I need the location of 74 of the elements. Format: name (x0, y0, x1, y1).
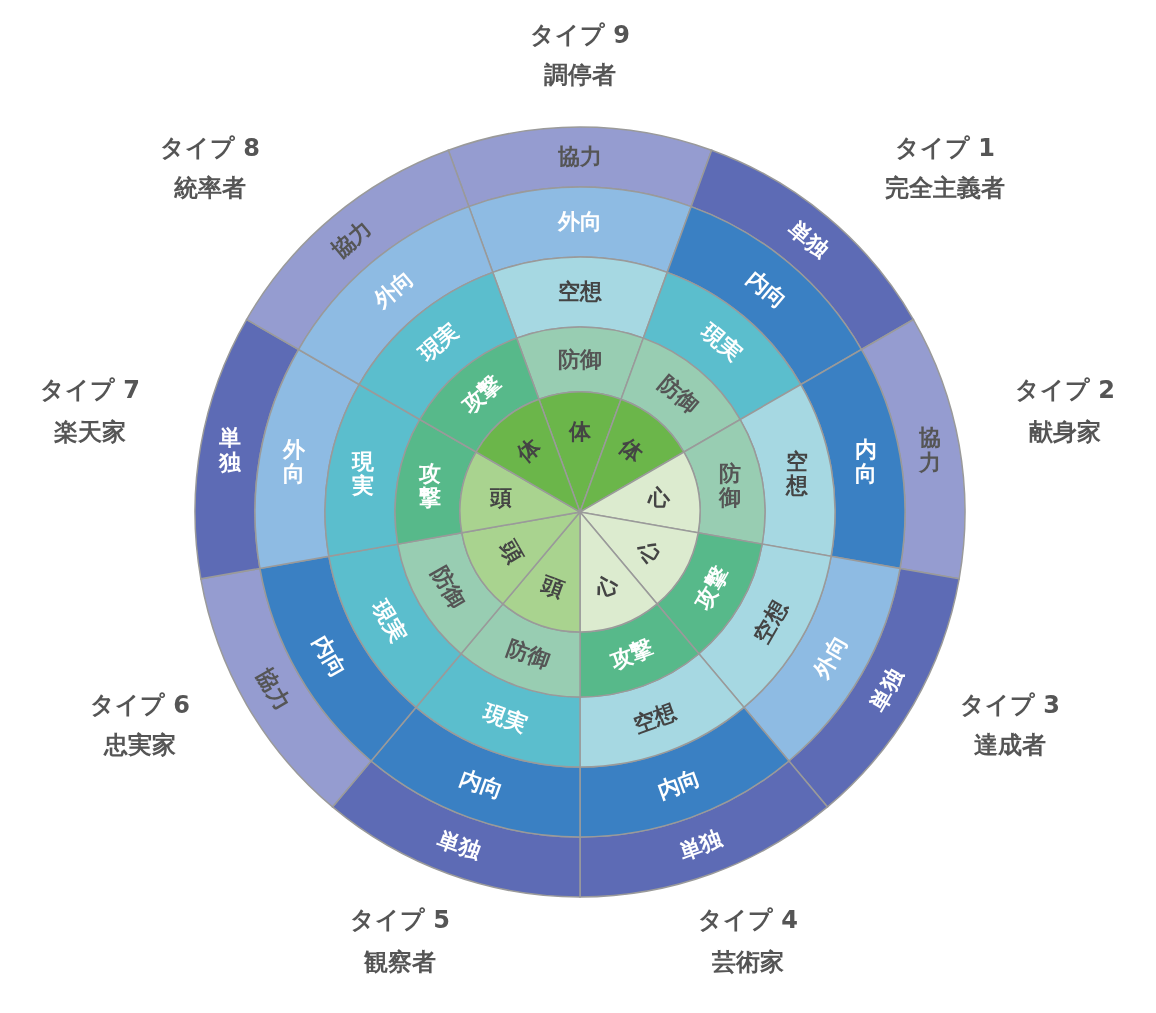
segment-label: 頭 (490, 486, 513, 511)
segment-label: 心 (592, 572, 622, 603)
segment-label: 頭 (494, 536, 527, 568)
ring-segment (642, 271, 802, 421)
segment-label: 攻撃 (457, 371, 507, 419)
type-number: タイプ 7 (39, 375, 141, 406)
segment-label: 現実 (413, 320, 464, 367)
type-name: 観察者 (364, 947, 436, 978)
type-number: タイプ 1 (894, 133, 996, 164)
type-name: 完全主義者 (885, 173, 1005, 204)
segment-label: 協力 (327, 216, 377, 264)
segment-label: 協力 (251, 664, 294, 715)
segment-label: 外向 (283, 437, 306, 486)
segment-label: 攻撃 (607, 636, 657, 675)
segment-label: 外向 (368, 266, 419, 314)
segment-label: 攻撃 (690, 563, 734, 614)
type-name: 達成者 (974, 730, 1046, 761)
segment-label: 現実 (479, 699, 530, 738)
type-name: 献身家 (1029, 417, 1101, 448)
segment-label: 空想 (749, 596, 792, 648)
type-number: タイプ 9 (529, 20, 631, 51)
type-number: タイプ 6 (89, 690, 191, 721)
type-number: タイプ 2 (1014, 375, 1116, 406)
segment-label: 現実 (696, 320, 747, 367)
segment-label: 防御 (558, 347, 602, 372)
ring-segment (739, 383, 836, 558)
type-number: タイプ 4 (697, 905, 799, 936)
type-name: 忠実家 (104, 730, 176, 761)
type-number: タイプ 8 (159, 133, 261, 164)
ring-segment (788, 567, 960, 808)
segment-label: 防御 (719, 461, 742, 510)
segment-label: 単独 (783, 216, 833, 264)
segment-label: 頭 (538, 572, 568, 603)
segment-label: 体 (615, 434, 648, 468)
segment-label: 現実 (368, 596, 411, 648)
segment-label: 空想 (630, 699, 681, 738)
segment-label: 攻撃 (418, 461, 441, 510)
segment-label: 心 (633, 536, 666, 568)
ring-segment (579, 511, 658, 633)
segment-label: 協力 (558, 144, 602, 170)
ring-segment (468, 186, 692, 274)
segment-label: 外向 (558, 209, 602, 235)
segment-label: 防御 (503, 636, 553, 675)
type-number: タイプ 3 (959, 690, 1061, 721)
segment-label: 単独 (433, 826, 484, 865)
segment-label: 内向 (456, 765, 506, 804)
segment-label: 協力 (918, 426, 941, 475)
type-name: 楽天家 (54, 417, 126, 448)
type-name: 統率者 (174, 173, 246, 204)
segment-label: 現実 (352, 449, 375, 498)
segment-label: 心 (647, 486, 670, 511)
ring-segment (358, 271, 518, 421)
segment-label: 単独 (219, 426, 242, 475)
segment-label: 外向 (809, 631, 853, 683)
type-number: タイプ 5 (349, 905, 451, 936)
segment-label: 単独 (865, 664, 909, 715)
ring-segment (331, 760, 581, 898)
segment-label: 空想 (785, 449, 808, 498)
type-name: 調停者 (544, 60, 616, 91)
type-name: 芸術家 (712, 947, 784, 978)
segment-label: 体 (512, 434, 545, 468)
segment-label: 防御 (426, 563, 470, 614)
segment-label: 単独 (676, 826, 727, 865)
segment-label: 内向 (741, 266, 792, 314)
segment-label: 防御 (653, 371, 703, 419)
segment-label: 内向 (854, 437, 877, 486)
ring-segment (447, 126, 713, 208)
segment-label: 内向 (654, 765, 704, 804)
ring-segment (200, 567, 372, 808)
segment-label: 空想 (558, 279, 602, 305)
ring-segment (492, 256, 668, 339)
segment-label: 内向 (307, 631, 351, 683)
ring-segment (579, 760, 829, 898)
segment-label: 体 (569, 419, 591, 445)
